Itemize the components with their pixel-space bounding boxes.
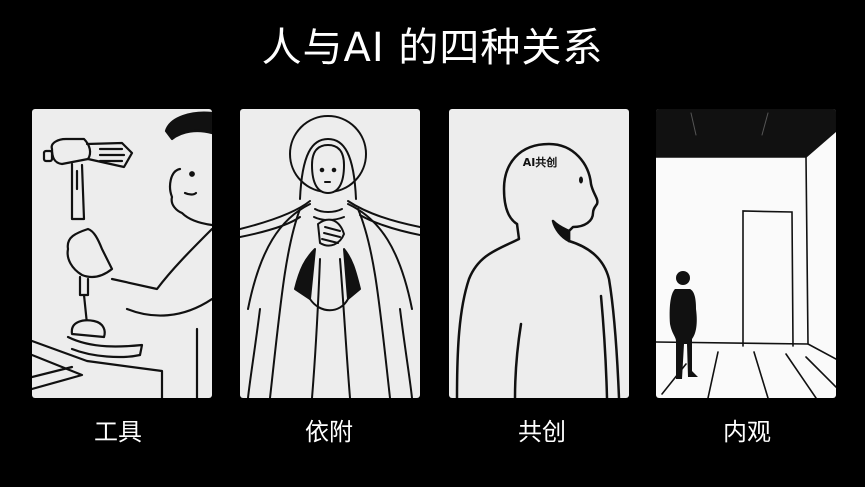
caption-cocreation: 共创 xyxy=(518,418,566,446)
panel-introspection xyxy=(656,109,836,398)
panel-tool xyxy=(32,109,212,398)
head-silhouette-illustration: AI共创 xyxy=(455,142,621,398)
panel-attachment xyxy=(240,109,420,398)
man-with-tool-illustration xyxy=(32,111,212,398)
slide-title: 人与AI 的四种关系 xyxy=(261,25,604,71)
caption-tool: 工具 xyxy=(94,418,142,446)
figure-in-room-illustration xyxy=(656,109,836,398)
caption-attachment: 依附 xyxy=(305,418,353,446)
panel-cocreation: AI共创 xyxy=(449,109,629,398)
caption-introspection: 内观 xyxy=(723,418,771,446)
haloed-figure-illustration xyxy=(240,115,420,398)
ai-cocreation-label: AI共创 xyxy=(523,155,558,169)
